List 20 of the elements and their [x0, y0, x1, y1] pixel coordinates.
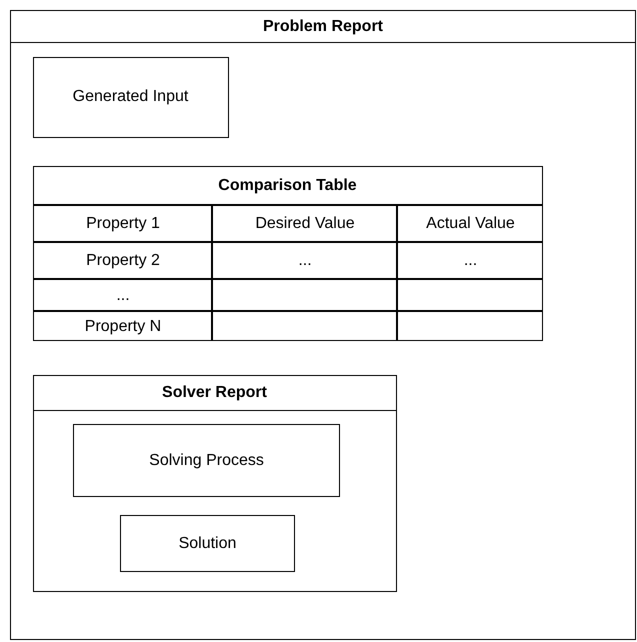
section-panel [32, 374, 396, 592]
table-cell-text: Property 1 [86, 215, 160, 233]
table-cell-text: ... [116, 286, 130, 304]
section-panel [10, 10, 636, 640]
table-cell-text: ... [464, 252, 478, 270]
section-title: Comparison Table [218, 177, 357, 195]
table-cell-text: ... [298, 252, 312, 270]
box-label: Solution [178, 534, 236, 552]
table-cell-text: Desired Value [255, 215, 355, 233]
box-label: Solving Process [149, 452, 264, 470]
content-box [32, 56, 228, 138]
content-box [73, 424, 340, 497]
table-cell-text: Property N [84, 318, 162, 336]
comparison-table [32, 166, 542, 340]
section-title: Problem Report [262, 18, 383, 36]
content-box [120, 515, 295, 572]
section-title: Solver Report [162, 384, 267, 402]
table-cell-text: Actual Value [426, 215, 515, 233]
box-label: Generated Input [72, 88, 188, 106]
table-cell-text: Property 2 [86, 252, 160, 270]
